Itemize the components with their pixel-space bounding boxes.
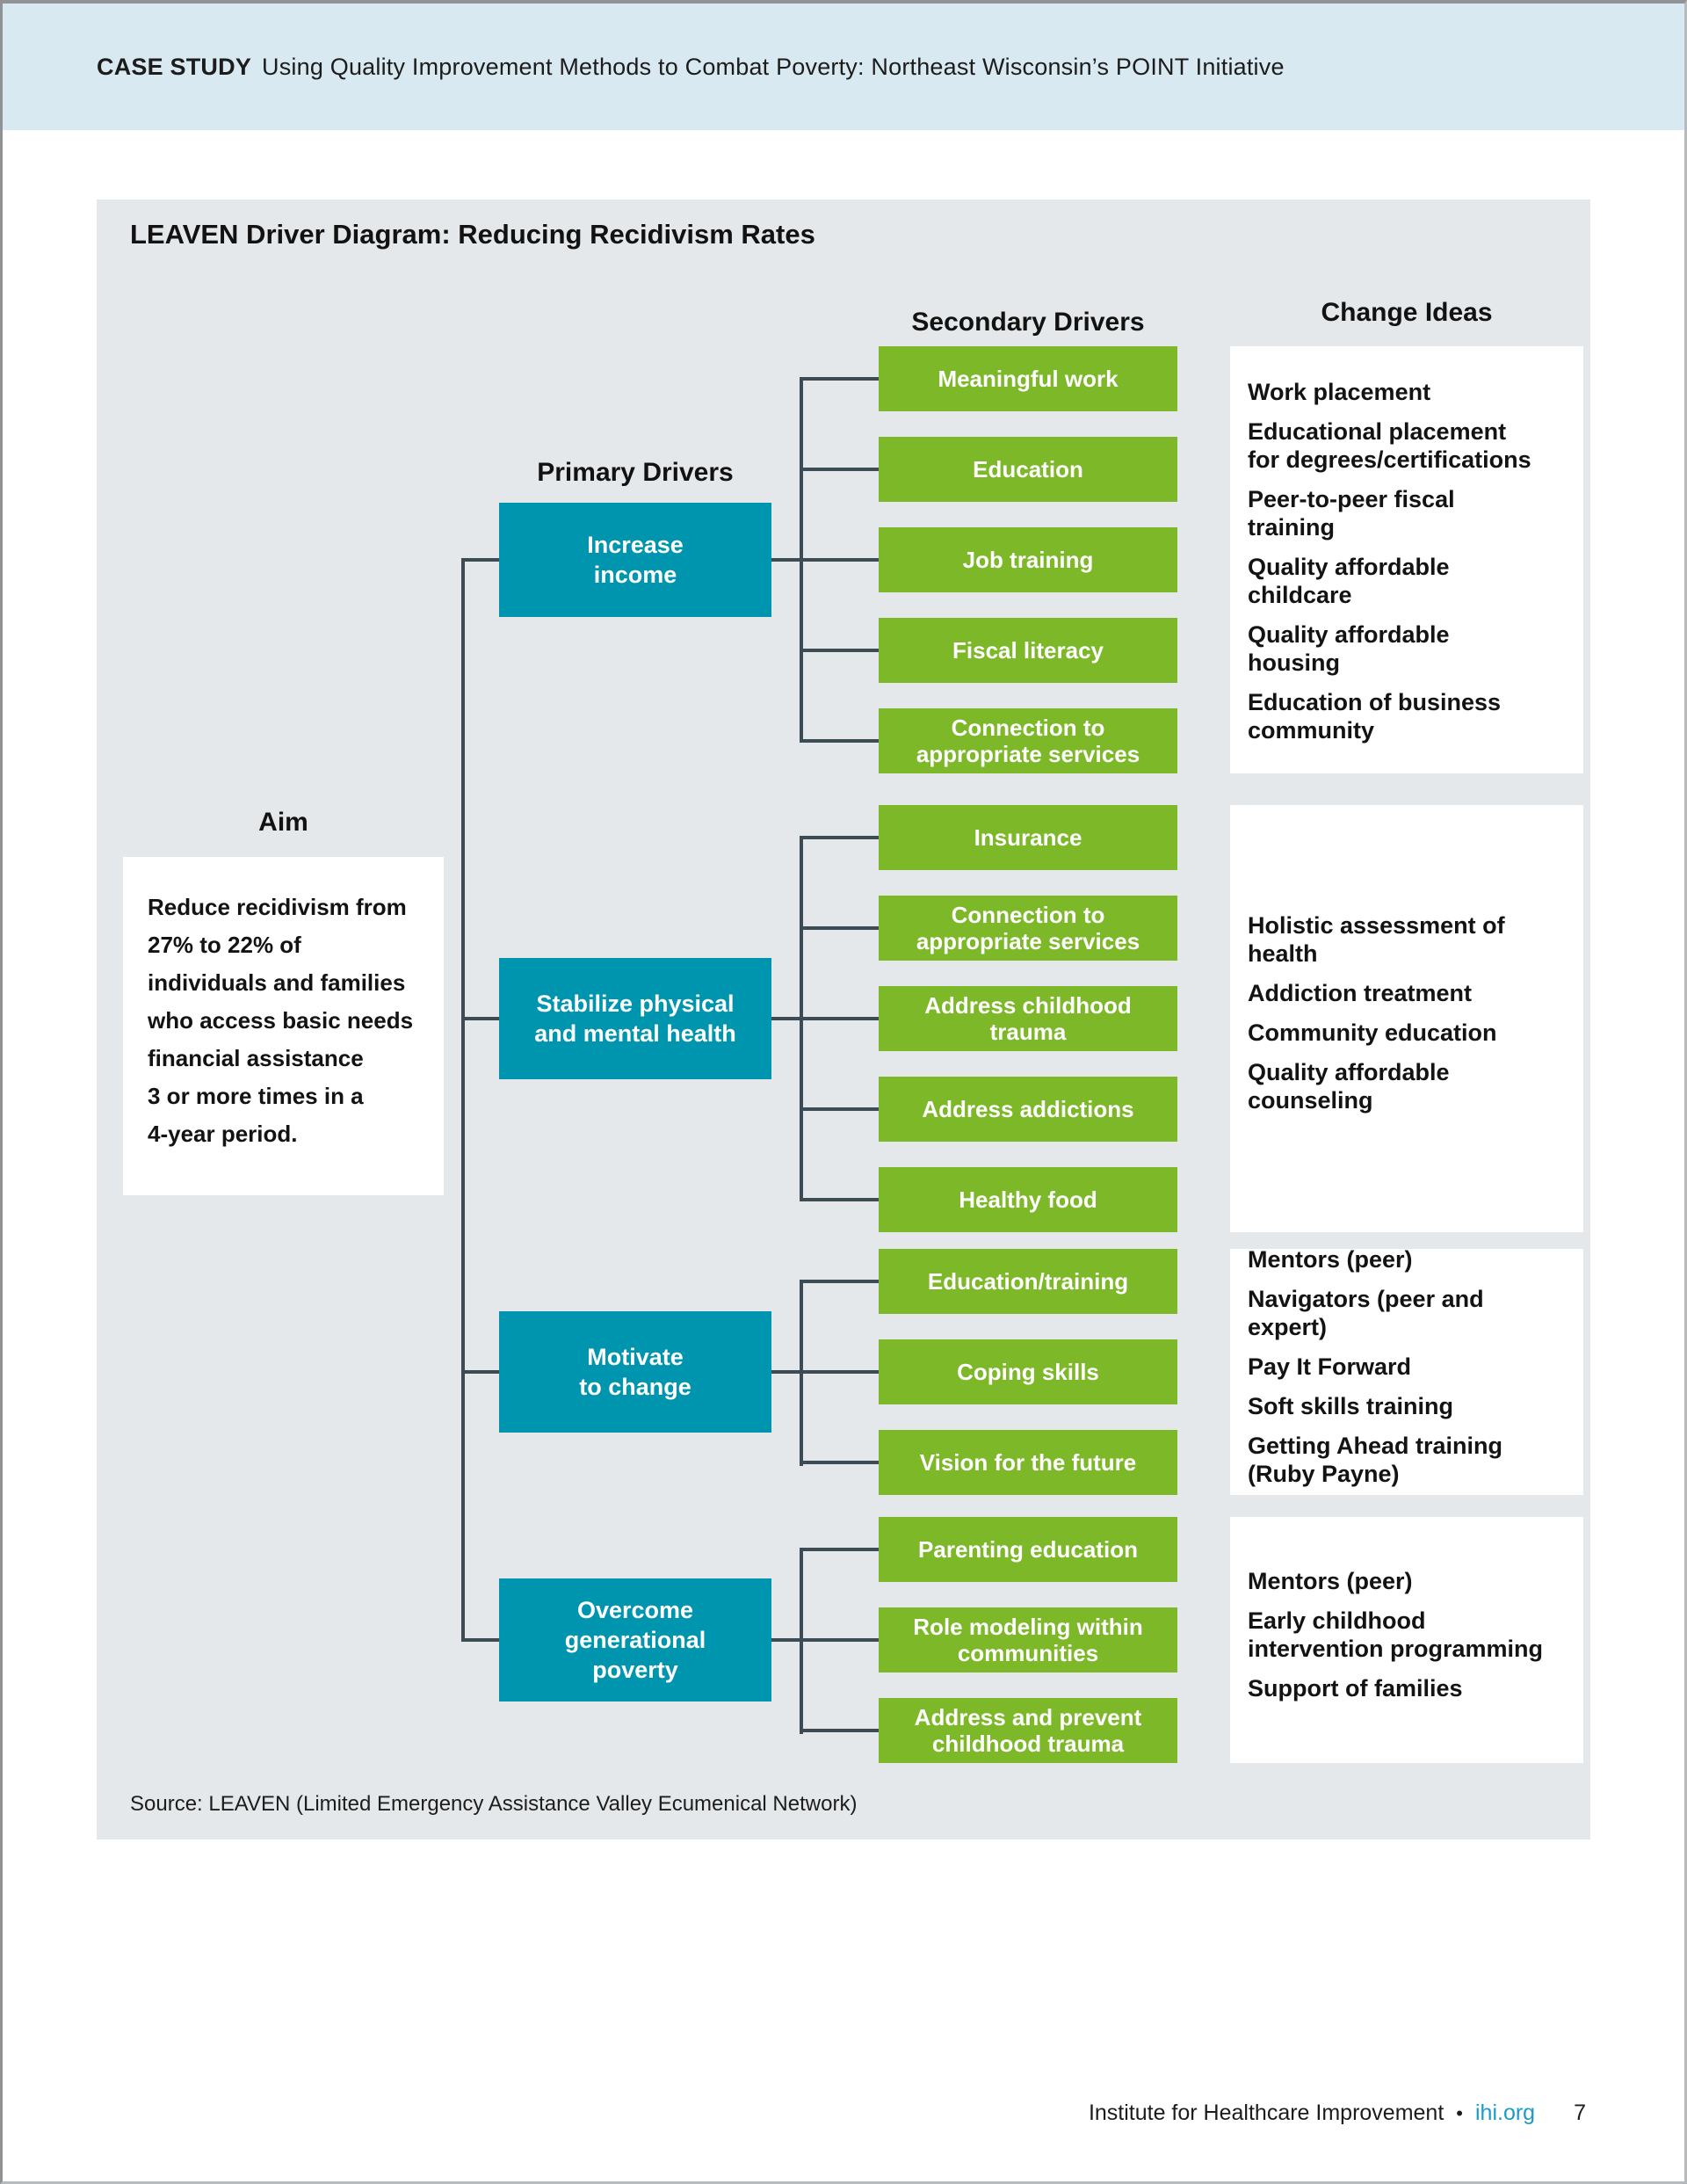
case-study-header: CASE STUDY Using Quality Improvement Met… [97,4,1285,130]
aim-box: Reduce recidivism from 27% to 22% of ind… [123,857,444,1195]
secondary-driver-insurance: Insurance [879,805,1177,870]
connector-line [803,1017,879,1020]
footer-org: Institute for Healthcare Improvement [1088,2101,1444,2125]
change-idea: Quality affordable childcare [1248,554,1450,608]
connector-line [803,558,879,562]
primary-spine-line [461,558,465,1642]
connector-line [461,1638,499,1642]
change-idea: Community education [1248,1019,1497,1046]
bracket-line-group4 [800,1548,803,1734]
change-idea: Quality affordable housing [1248,621,1450,676]
change-ideas-group3: Mentors (peer) Navigators (peer and expe… [1230,1246,1583,1495]
connector-line [803,739,879,743]
secondary-driver-address-childhood-trauma: Address childhood trauma [879,986,1177,1051]
secondary-driver-job-training: Job training [879,527,1177,592]
connector-line [803,926,879,930]
page-number: 7 [1574,2101,1586,2125]
connector-line [771,1370,800,1374]
change-idea: Mentors (peer) [1248,1245,1413,1273]
connector-line [771,1017,800,1020]
footer-bullet-icon: • [1456,2101,1463,2124]
connector-line [803,468,879,471]
connector-line [803,1198,879,1201]
change-idea: Education of business community [1248,689,1502,744]
connector-line [803,1370,879,1374]
secondary-driver-coping-skills: Coping skills [879,1339,1177,1404]
page-footer: Institute for Healthcare Improvement • i… [1089,2101,1586,2126]
change-ideas-group1: Work placement Educational placement for… [1230,346,1583,773]
secondary-driver-address-prevent-childhood-trauma: Address and prevent childhood trauma [879,1698,1177,1763]
change-ideas-group4: Mentors (peer) Early childhood intervent… [1230,1517,1583,1763]
secondary-driver-healthy-food: Healthy food [879,1167,1177,1232]
connector-line [803,1548,879,1551]
change-idea: Navigators (peer and expert) [1248,1285,1484,1340]
change-idea: Support of families [1248,1674,1463,1701]
change-idea: Educational placement for degrees/certif… [1248,418,1531,473]
connector-line [771,558,800,562]
secondary-driver-role-modeling: Role modeling within communities [879,1607,1177,1672]
secondary-driver-meaningful-work: Meaningful work [879,346,1177,411]
connector-line [771,1638,800,1642]
footer-ihi-link[interactable]: ihi.org [1475,2101,1536,2125]
primary-driver-stabilize-health: Stabilize physical and mental health [499,958,771,1079]
change-idea: Work placement [1248,379,1431,405]
secondary-driver-vision-for-future: Vision for the future [879,1430,1177,1495]
connector-line [803,836,879,839]
bracket-line-group2 [800,836,803,1201]
primary-driver-overcome-generational-poverty: Overcome generational poverty [499,1578,771,1701]
change-idea: Soft skills training [1248,1392,1454,1419]
secondary-driver-education: Education [879,437,1177,502]
source-note: Source: LEAVEN (Limited Emergency Assist… [130,1792,858,1816]
connector-line [803,649,879,652]
connector-line [461,1370,499,1374]
connector-line [803,1280,879,1283]
bracket-line-group1 [800,377,803,743]
change-idea: Getting Ahead training (Ruby Payne) [1248,1432,1502,1487]
secondary-driver-address-addictions: Address addictions [879,1077,1177,1142]
case-study-header-band: CASE STUDY Using Quality Improvement Met… [3,4,1684,130]
connector-line [803,1461,879,1464]
case-study-title: Using Quality Improvement Methods to Com… [262,53,1285,80]
change-ideas-group2: Holistic assessment of health Addiction … [1230,805,1583,1232]
column-header-aim: Aim [258,808,308,837]
secondary-driver-parenting-education: Parenting education [879,1517,1177,1582]
column-header-change-ideas: Change Ideas [1321,298,1493,327]
connector-line [803,1638,879,1642]
column-header-primary-drivers: Primary Drivers [537,458,734,487]
change-idea: Addiction treatment [1248,980,1473,1006]
change-idea: Quality affordable counseling [1248,1059,1450,1114]
diagram-title: LEAVEN Driver Diagram: Reducing Recidivi… [130,219,815,250]
secondary-driver-fiscal-literacy: Fiscal literacy [879,618,1177,683]
connector-line [803,1729,879,1732]
connector-line [803,377,879,381]
change-idea: Holistic assessment of health [1248,912,1505,967]
secondary-driver-connection-services-2: Connection to appropriate services [879,896,1177,961]
change-idea: Early childhood intervention programming [1248,1607,1544,1662]
primary-driver-increase-income: Increase income [499,503,771,617]
connector-line [803,1107,879,1111]
primary-driver-motivate-to-change: Motivate to change [499,1311,771,1433]
case-study-label: CASE STUDY [97,53,252,80]
connector-line [461,1017,499,1020]
driver-diagram-panel: LEAVEN Driver Diagram: Reducing Recidivi… [97,200,1590,1839]
change-idea: Pay It Forward [1248,1353,1412,1380]
connector-line [461,558,499,562]
change-idea: Mentors (peer) [1248,1567,1413,1594]
bracket-line-group3 [800,1280,803,1466]
change-idea: Peer-to-peer fiscal training [1248,486,1455,541]
secondary-driver-education-training: Education/training [879,1249,1177,1314]
secondary-driver-connection-services-1: Connection to appropriate services [879,708,1177,773]
column-header-secondary-drivers: Secondary Drivers [911,308,1145,337]
